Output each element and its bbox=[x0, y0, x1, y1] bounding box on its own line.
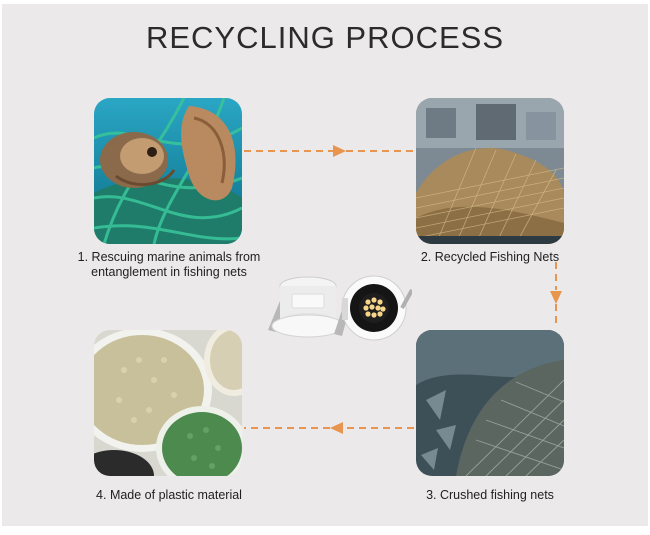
fishing-nets-pile-image bbox=[416, 98, 564, 244]
crushed-nets-image bbox=[416, 330, 564, 476]
arrowhead-down bbox=[550, 291, 562, 304]
downlight-product-image bbox=[262, 268, 414, 350]
plastic-pellets-image bbox=[94, 330, 242, 476]
arrowhead-right bbox=[333, 145, 346, 157]
step1-caption: 1. Rescuing marine animals from entangle… bbox=[77, 250, 261, 279]
step4-caption: 4. Made of plastic material bbox=[96, 488, 242, 502]
arrowhead-left bbox=[330, 422, 343, 434]
diagram-title: RECYCLING PROCESS bbox=[145, 20, 505, 55]
step2-caption: 2. Recycled Fishing Nets bbox=[420, 250, 560, 264]
step3-caption: 3. Crushed fishing nets bbox=[426, 488, 554, 502]
turtle-in-net-image bbox=[94, 98, 242, 244]
